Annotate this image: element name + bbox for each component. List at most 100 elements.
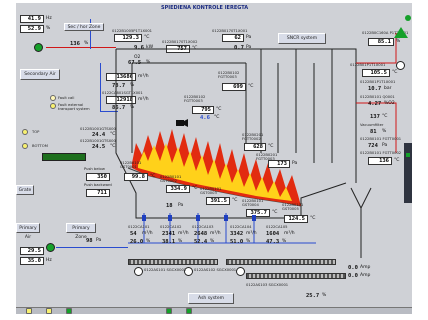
damper-2-icon[interactable] [168, 215, 172, 221]
r6-unit: % [382, 129, 387, 134]
top-v1-tag: 0122B1005P1T1X001 [112, 29, 153, 33]
f2-tag: 0122B0101 GST0002 [160, 175, 182, 183]
ash-tag-a: 0122AS101 SGCX0001 [144, 268, 187, 272]
primary-zone-button[interactable]: Primary Zone [66, 223, 96, 240]
cu-t4-unit: °C [268, 144, 274, 149]
cu-t1-tag: 0122B0102 FGTT0003 [218, 71, 240, 79]
secondary-fan-icon[interactable] [34, 43, 43, 52]
f2-value: 334.9 [166, 185, 190, 193]
top-v5-unit: Pa [246, 45, 252, 50]
cu-t3-value: 4.6 [200, 115, 210, 121]
cu-t1-unit: °C [248, 84, 254, 89]
top-v5-value: 0.7 [234, 45, 244, 51]
ash-tag-b: 0122AS102 SGCX0001 [194, 268, 237, 272]
f1-value: 99.8 [124, 173, 148, 181]
ul-v1-unit: m³/h [138, 74, 149, 79]
f2-unit: °C [192, 186, 198, 191]
furnace-pressure-unit: Pa [178, 203, 184, 208]
left-value-2: 52.9 [20, 25, 44, 33]
top-v1-unit: °C [144, 35, 150, 40]
top-v2-value: 9.6 [134, 45, 144, 51]
cu-t2-value: 795 [192, 106, 214, 114]
grate-button[interactable]: Grate [16, 185, 34, 195]
secondary-air-button[interactable]: Secondary Air [20, 69, 60, 80]
low-value-2: 35.0 [20, 257, 44, 265]
bf-v3-value: 2648 [194, 231, 208, 237]
push-backward-value: 711 [86, 189, 110, 197]
top-lamp [22, 129, 28, 135]
cu-t2-tag: 0122B0102 FGTT0003 [184, 95, 206, 103]
taskbar-icon-1[interactable] [26, 308, 32, 314]
ash-system-button[interactable]: Ash system [188, 293, 234, 304]
top-v2-unit: kW [146, 45, 154, 50]
flame-yellow [138, 143, 292, 201]
ash-motor-3-icon[interactable] [236, 267, 245, 276]
r2-unit: °C [392, 70, 398, 75]
primary-air-button[interactable]: Primary Air [16, 223, 40, 240]
r1-unit: % [396, 39, 401, 44]
bottom-label: BOTTOM [32, 144, 48, 148]
primary-fan-icon[interactable] [46, 243, 55, 252]
camera-icon [176, 120, 184, 126]
damper-1-icon[interactable] [142, 215, 146, 221]
fault-call-lamp [50, 95, 56, 101]
bf-v3b-value: 52.4 [194, 239, 208, 245]
damper-5-icon[interactable] [252, 215, 256, 221]
level-bar [42, 153, 86, 161]
boiler-top [116, 48, 357, 183]
ul-blue-line [100, 63, 101, 111]
sec-hor-zone-button[interactable]: Sec / hor Zone [64, 23, 104, 31]
ash-motor-2-icon[interactable] [184, 267, 193, 276]
damper-3-icon[interactable] [196, 215, 200, 221]
top-v4-value: 62 [222, 34, 244, 42]
pump-icon[interactable] [396, 61, 405, 70]
f5-tag: 0122B0101 GST0005 [282, 203, 304, 211]
r4-value: 4.27 [368, 101, 382, 107]
cu-t2-unit: °C [216, 107, 222, 112]
r4-unit: %O2 [384, 101, 395, 106]
bf-v1b-value: 26.0 [130, 239, 144, 245]
cu-t4-tag: 0122B0201 FGTT0002 [242, 133, 264, 141]
push-backward-label: Push backward [84, 183, 112, 187]
fault-external-label: Fault external transport system [58, 103, 98, 111]
cu-t3-unit: °C [214, 115, 220, 120]
left-value-1: 41.9 [20, 15, 44, 23]
ash-tag-c: 0122AS103 SGCX0001 [246, 283, 289, 287]
low-value-1: 29.5 [20, 247, 44, 255]
taskbar-icon-5[interactable] [186, 308, 192, 314]
bf-v4-value: 3342 [230, 231, 244, 237]
ul-v6-tag: 0122B1001GTSX00 [80, 139, 116, 143]
r1-tag: 0122B0C160A P1T2X001 [362, 31, 409, 35]
r7-value: 724 [368, 143, 378, 149]
taskbar-icon-3[interactable] [66, 308, 72, 314]
top-v4-tag: 0122B0170T1X001 [212, 29, 248, 33]
taskbar-icon-4[interactable] [166, 308, 172, 314]
secondary-air-blue-line [90, 19, 91, 49]
r7-tag: 0122B0101 FGTT0001 [360, 137, 402, 141]
side-panel-strip [404, 143, 412, 203]
bf-v1-value: 54 [130, 231, 137, 237]
status-triangle-icon [394, 27, 408, 38]
page-title: SPIEDIENA KONTROLE IEREGTA [161, 5, 249, 11]
f3-unit: °C [232, 198, 238, 203]
bf-v5-unit: m³/h [284, 231, 295, 236]
boiler-outline [115, 49, 347, 219]
ul-v4-value: 86.7 [112, 105, 126, 111]
ash-v2-unit: Amp [360, 273, 371, 278]
primary-air-value: 98 [86, 238, 93, 244]
ash-v1-unit: Amp [360, 265, 371, 270]
ash-conveyor-3 [246, 273, 346, 279]
f3-tag: 0122B0101 GST0003 [200, 187, 222, 195]
ul-v6-unit: °C [110, 144, 116, 149]
ul-v3-value: 12918 [106, 96, 136, 104]
bf-v2b-value: 38.1 [162, 239, 176, 245]
cu-t5-unit: Pa [292, 161, 298, 166]
ash-motor-1-icon[interactable] [134, 267, 143, 276]
low-unit: Hz [46, 258, 52, 263]
damper-4-icon[interactable] [224, 215, 228, 221]
bf-v2-value: 2341 [162, 231, 176, 237]
taskbar-icon-2[interactable] [46, 308, 52, 314]
sncr-button[interactable]: SNCR system [278, 33, 326, 44]
primary-air-line [56, 247, 128, 248]
ul-v3-unit: m³/h [138, 97, 149, 102]
